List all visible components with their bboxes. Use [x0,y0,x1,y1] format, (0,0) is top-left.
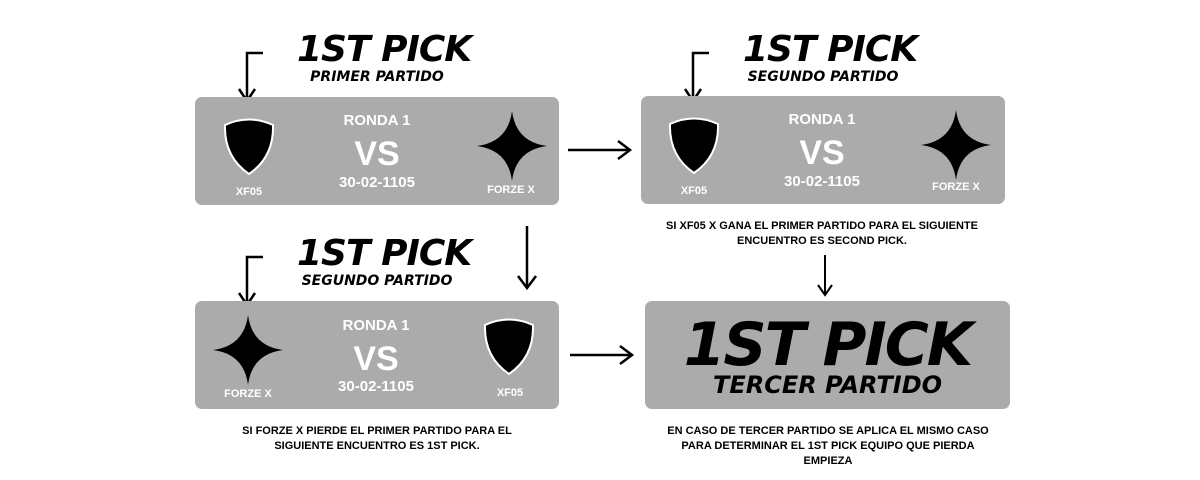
third-match-card: 1ST PICK TERCER PARTIDO [645,301,1010,409]
top-right-note: SI XF05 X GANA EL PRIMER PARTIDO PARA EL… [622,219,1022,249]
note-line: EMPIEZA [803,454,853,467]
top-right-title: 1ST PICK [743,29,918,70]
bottom-left-note: SI FORZE X PIERDE EL PRIMER PARTIDO PARA… [177,424,577,454]
round-label: RONDA 1 [788,111,856,128]
vs-label: VS [353,340,399,378]
round-label: RONDA 1 [343,112,411,129]
team-left-label: XF05 [235,186,263,198]
note-line: ENCUENTRO ES SECOND PICK. [737,234,907,247]
four-point-star-icon [213,315,283,385]
match-date: 30-02-1105 [339,174,415,191]
top-left-title: 1ST PICK [297,29,472,70]
note-line: SI FORZE X PIERDE EL PRIMER PARTIDO PARA… [242,425,512,437]
note-line: PARA DETERMINAR EL 1ST PICK EQUIPO QUE P… [681,439,975,452]
shield-icon [483,318,535,376]
match-card-top-left: XF05 RONDA 1 VS 30-02-1105 FORZE X [195,97,559,205]
team-left-label: XF05 [680,185,708,197]
third-match-subtitle: TERCER PARTIDO [712,371,943,399]
top-right-subtitle: SEGUNDO PARTIDO [747,69,899,85]
note-line: EN CASO DE TERCER PARTIDO SE APLICA EL M… [667,425,989,437]
match-date: 30-02-1105 [784,173,860,190]
four-point-star-icon [477,111,547,181]
round-label: RONDA 1 [342,317,410,334]
shield-icon [223,118,275,176]
match-card-top-right: XF05 RONDA 1 VS 30-02-1105 FORZE X [641,96,1005,204]
down-arrow-icon [517,226,537,291]
note-line: SI XF05 X GANA EL PRIMER PARTIDO PARA EL… [666,220,978,232]
note-line: SIGUIENTE ENCUENTRO ES 1ST PICK. [274,439,480,452]
bottom-left-title: 1ST PICK [297,233,472,274]
match-card-bottom-left: FORZE X RONDA 1 VS 30-02-1105 XF05 [195,301,559,409]
right-arrow-icon [568,140,633,160]
top-left-subtitle: PRIMER PARTIDO [310,69,444,85]
bottom-left-subtitle: SEGUNDO PARTIDO [301,273,453,289]
four-point-star-icon [921,110,991,180]
vs-label: VS [354,135,400,173]
shield-icon [668,117,720,175]
down-arrow-icon [817,255,833,297]
team-left-label: FORZE X [224,388,272,400]
team-right-label: XF05 [496,387,524,399]
right-arrow-icon [570,345,635,365]
bottom-right-note: EN CASO DE TERCER PARTIDO SE APLICA EL M… [628,424,1028,469]
team-right-label: FORZE X [487,184,535,196]
match-date: 30-02-1105 [338,378,414,395]
third-match-title: 1ST PICK [683,310,974,380]
vs-label: VS [799,134,845,172]
team-right-label: FORZE X [932,181,980,193]
